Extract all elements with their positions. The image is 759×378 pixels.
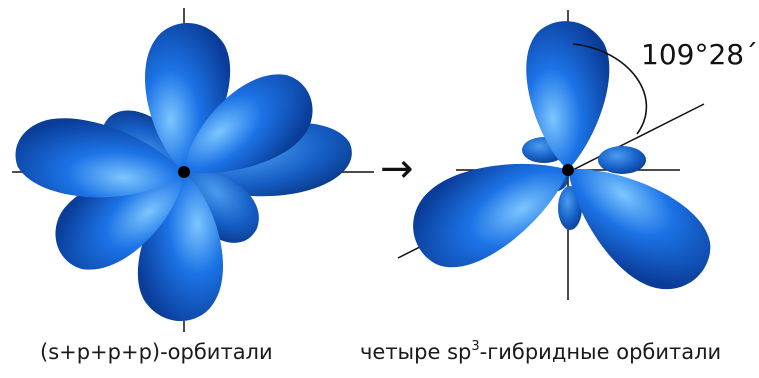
left-caption: (s+p+p+p)-орбитали [40, 340, 273, 364]
left-nucleus [178, 166, 190, 178]
right-lobe-lower-left [413, 163, 568, 268]
arrow-icon: → [380, 146, 414, 192]
right-lobe-lower-right [568, 169, 711, 290]
bond-angle-label: 109°28´ [641, 38, 759, 71]
right-orbital-set [397, 10, 711, 300]
left-lobe-upper-right [184, 74, 313, 174]
right-lobe-top [526, 21, 610, 170]
right-nucleus [562, 164, 574, 176]
bond-angle-arc [572, 43, 648, 135]
right-caption-prefix: четыре sp [360, 340, 472, 364]
right-caption-suffix: -гибридные орбитали [479, 340, 722, 364]
right-caption: четыре sp3-гибридные орбитали [360, 340, 721, 364]
right-caption-superscript: 3 [471, 339, 480, 354]
right-small-lobe-right [598, 146, 646, 174]
left-lobe-left [15, 118, 184, 198]
left-orbital-set [12, 8, 374, 332]
